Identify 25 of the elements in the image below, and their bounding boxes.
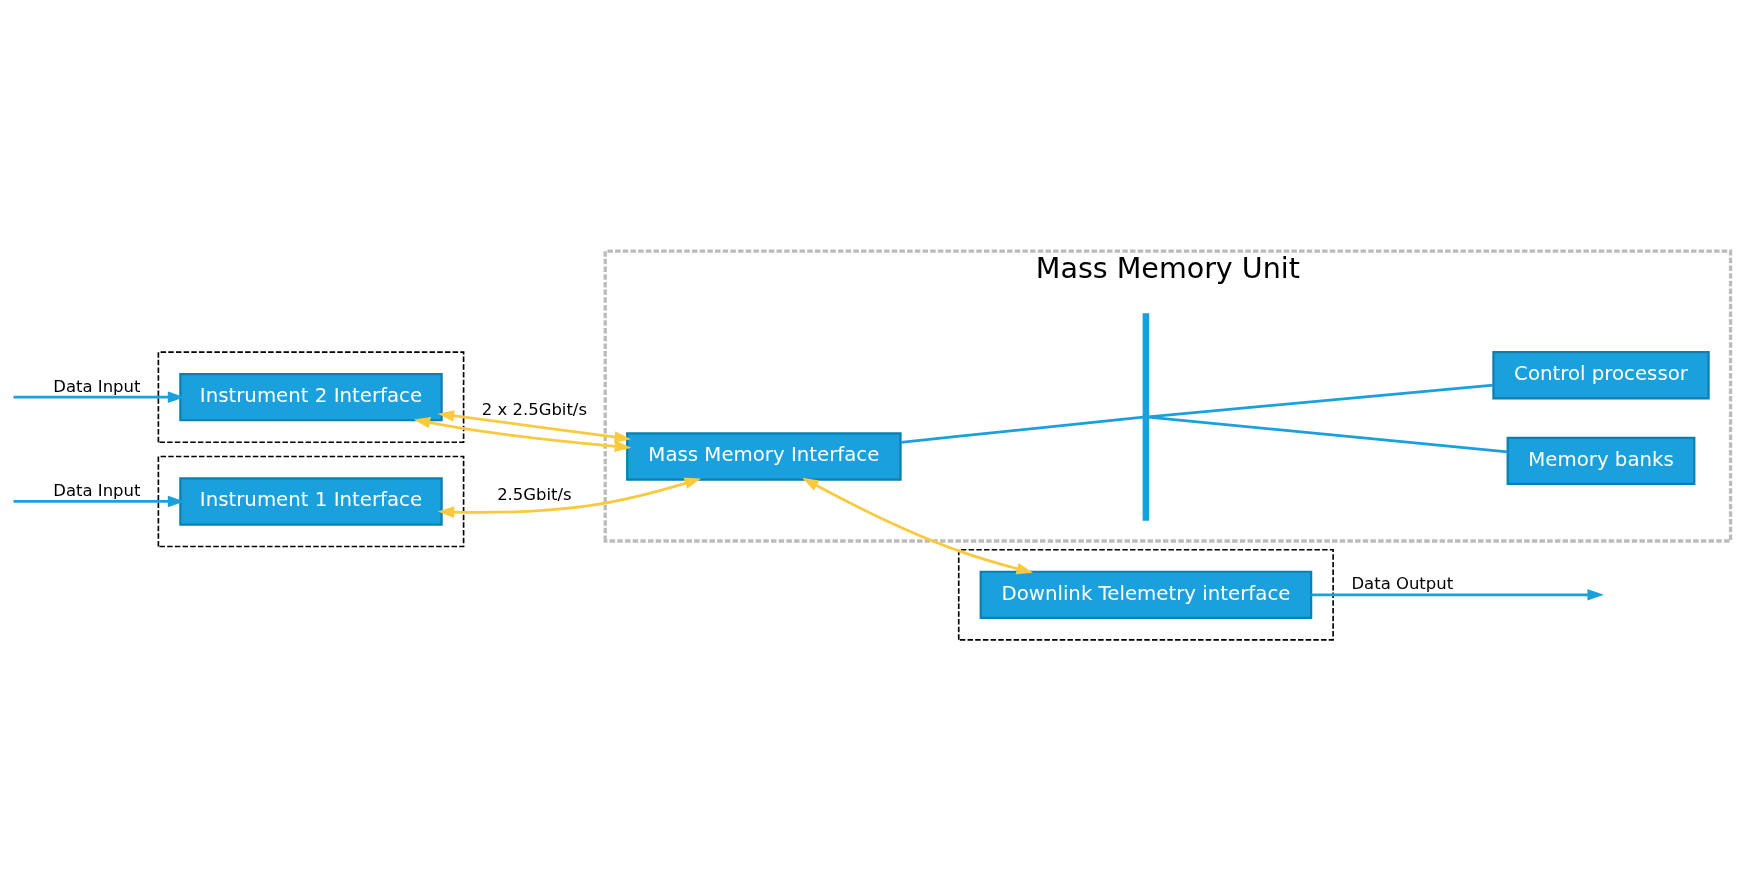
arrow [802,477,1034,574]
arrow [437,477,702,518]
edge-label: 2.5Gbit/s [497,484,572,504]
arrow [437,409,631,443]
edge-label: Data Output [1351,573,1454,593]
edge-label: Data Input [53,480,141,500]
node-box: Instrument 1 Interface [179,476,443,526]
cluster [157,350,465,443]
arrow [13,390,185,403]
connector [1148,415,1508,453]
node-box: Memory banks [1506,436,1696,485]
arrow [13,495,185,507]
edge-label: 2 x 2.5Gbit/s [481,399,587,419]
node-bar [1142,312,1150,521]
cluster [157,455,465,547]
connector [1148,383,1494,418]
node-box: Mass Memory Interface [626,431,902,481]
node-box: Instrument 2 Interface [179,372,443,421]
edge-label: Data Input [53,376,141,396]
arrow [1311,588,1604,601]
arrow [413,416,632,452]
node-box: Control processor [1492,350,1710,399]
cluster [957,548,1334,641]
node-box: Downlink Telemetry interface [979,570,1313,619]
connector [900,415,1144,444]
